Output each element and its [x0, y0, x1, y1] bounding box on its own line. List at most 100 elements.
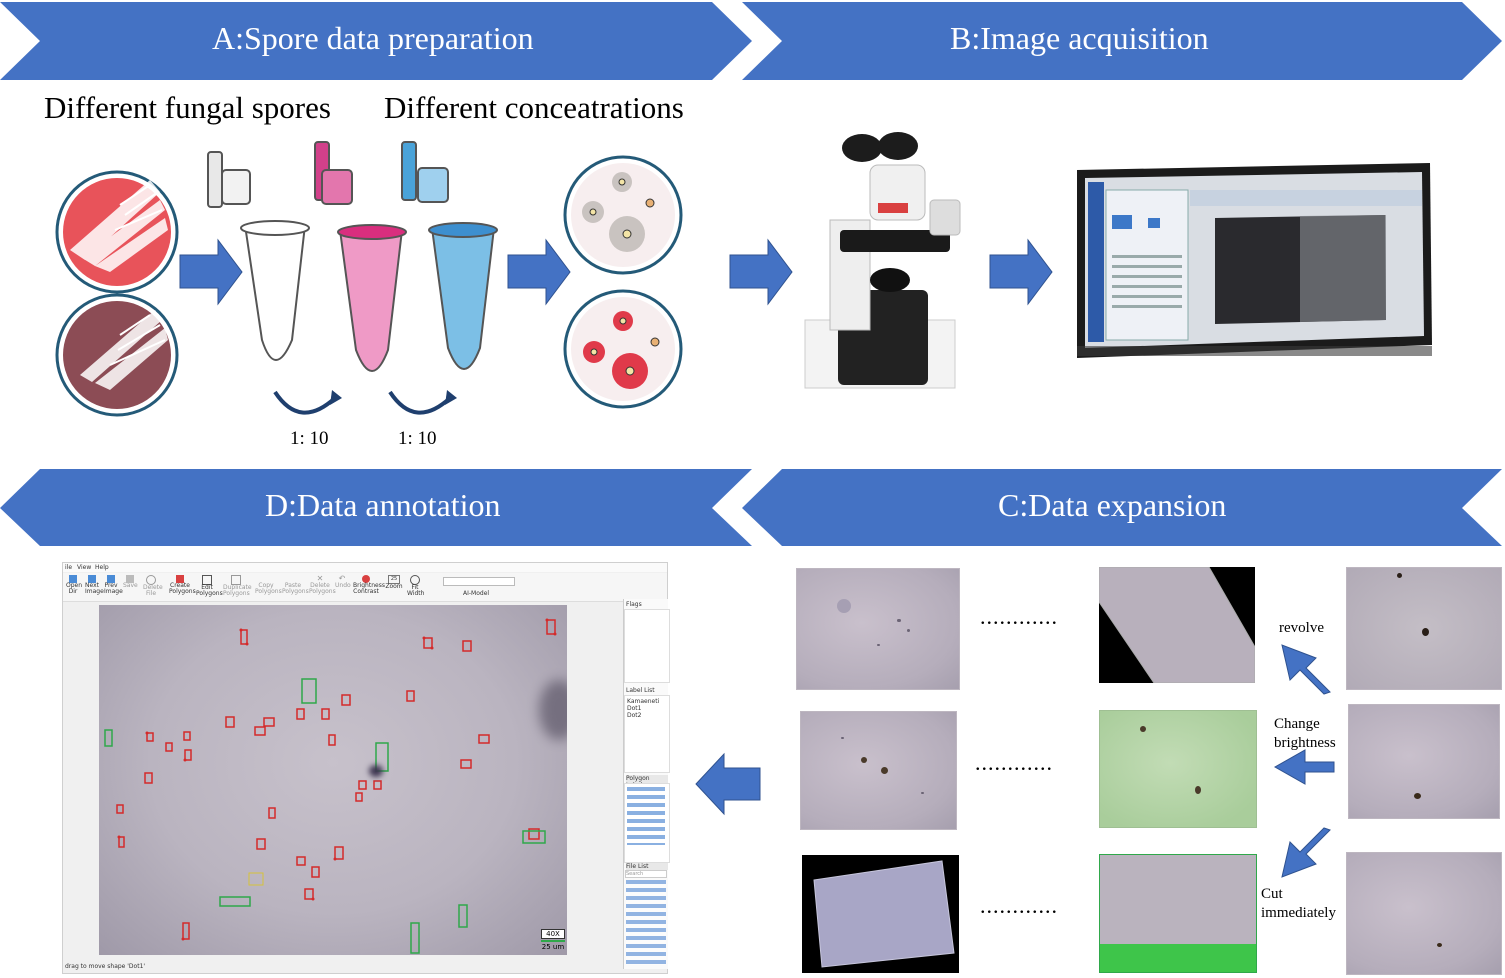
tube-pink	[314, 141, 407, 372]
tool-delete-file[interactable]: Delete File	[143, 575, 163, 597]
flags-panel-title: Flags	[626, 601, 642, 608]
tool-fit-width[interactable]: Fit Width	[407, 575, 424, 597]
augmented-image-rotated	[1098, 566, 1256, 684]
red-annotation-box[interactable]	[373, 780, 382, 790]
original-image-3	[1346, 852, 1502, 975]
red-annotation-box[interactable]	[328, 734, 336, 746]
red-annotation-box[interactable]	[116, 804, 124, 814]
red-annotation-box[interactable]	[334, 846, 344, 860]
annotation-boxes	[104, 618, 557, 954]
banner-b-shape	[742, 2, 1502, 80]
red-annotation-box[interactable]	[406, 690, 415, 702]
tool-duplicate-polygons[interactable]: Duplicate Polygons	[223, 575, 252, 597]
red-annotation-box[interactable]	[240, 629, 248, 645]
panel-a-illustration	[55, 141, 683, 417]
menu-help[interactable]: Help	[95, 564, 109, 571]
arrow-a1	[179, 238, 243, 306]
tool-save[interactable]: Save	[123, 575, 138, 589]
red-annotation-box[interactable]	[304, 888, 314, 900]
red-annotation-box[interactable]	[341, 694, 351, 706]
label-brightness: brightness	[1274, 735, 1336, 751]
red-annotation-box[interactable]	[296, 856, 306, 866]
ellipsis-1: ............	[980, 604, 1058, 629]
label-list-item[interactable]: Kamaeneti	[627, 698, 660, 705]
red-annotation-box[interactable]	[165, 742, 173, 752]
tool-copy-polygons[interactable]: Copy Polygons	[255, 582, 282, 595]
red-annotation-box[interactable]	[311, 866, 320, 878]
label-different-concentrations: Different conceatrations	[384, 90, 684, 125]
scale-bar: 40X 25 um	[541, 929, 565, 953]
annotation-tool-window: ile View Help Open Dir Next Image Prev I…	[62, 562, 670, 974]
tool-edit-polygons[interactable]: Edit Polygons	[196, 575, 223, 597]
red-annotation-box[interactable]	[478, 734, 490, 744]
ratio-label-1: 1: 10	[290, 428, 329, 449]
red-annotation-box[interactable]	[146, 732, 154, 742]
red-annotation-box[interactable]	[355, 792, 363, 802]
file-list-title: File List	[626, 863, 668, 870]
ai-model-select[interactable]	[443, 577, 515, 586]
label-list-item[interactable]: Dot1	[627, 705, 642, 712]
tool-paste-polygons[interactable]: Paste Polygons	[282, 582, 309, 595]
red-annotation-box[interactable]	[182, 922, 190, 940]
selected-shape-box[interactable]	[248, 872, 264, 886]
augmented-image-3	[802, 855, 959, 973]
arrow-b2	[989, 238, 1053, 306]
menu-view[interactable]: View	[77, 564, 92, 571]
tool-next-image[interactable]: Next Image	[85, 575, 104, 595]
flags-panel	[624, 609, 670, 683]
arrow-brightness	[1273, 749, 1335, 785]
dark-spot	[539, 680, 567, 740]
red-annotation-box[interactable]	[296, 708, 305, 720]
tool-delete-polygons[interactable]: ✕Delete Polygons	[309, 574, 336, 595]
red-annotation-box[interactable]	[263, 717, 275, 727]
ai-model-label: AI-Model	[463, 590, 490, 597]
original-image-1	[1346, 567, 1502, 690]
red-annotation-box[interactable]	[184, 749, 192, 761]
right-dock: Flags Label List Kamaeneti Dot1 Dot2 Pol…	[623, 599, 670, 969]
red-annotation-box[interactable]	[118, 836, 125, 848]
red-annotation-box[interactable]	[144, 772, 153, 784]
red-annotation-box[interactable]	[321, 708, 330, 720]
annotation-canvas[interactable]: 40X 25 um	[99, 605, 567, 955]
tube-white	[207, 151, 310, 361]
red-annotation-box[interactable]	[460, 759, 472, 769]
file-search-input[interactable]: Search Filename	[625, 870, 667, 878]
augmented-image-1	[796, 568, 960, 690]
tool-brightness-contrast[interactable]: Brightness Contrast	[353, 575, 385, 595]
menu-file[interactable]: ile	[65, 564, 73, 571]
green-annotation-box[interactable]	[458, 904, 468, 928]
red-annotation-box[interactable]	[183, 731, 191, 741]
red-annotation-box[interactable]	[225, 716, 235, 728]
red-annotation-box[interactable]	[423, 637, 433, 649]
tool-undo[interactable]: ↶Undo	[335, 574, 351, 589]
red-annotation-box[interactable]	[256, 838, 266, 850]
panel-c-arrows	[1273, 644, 1335, 878]
red-annotation-box[interactable]	[462, 640, 472, 652]
file-list[interactable]	[626, 880, 666, 965]
ellipsis-2: ............	[975, 750, 1053, 775]
dilution-arrow-2	[388, 390, 452, 415]
banner-d-title: D:Data annotation	[265, 487, 501, 523]
green-annotation-box[interactable]	[522, 830, 546, 844]
green-annotation-box[interactable]	[301, 678, 317, 704]
label-list-title: Label List	[626, 687, 655, 694]
petri-dish-red	[55, 170, 179, 294]
green-annotation-box[interactable]	[104, 729, 113, 747]
arrow-b1	[729, 238, 793, 306]
arrow-cut	[1281, 827, 1331, 878]
tool-prev-image[interactable]: Prev Image	[104, 575, 123, 595]
red-annotation-box[interactable]	[546, 619, 556, 635]
augmented-image-brightness	[1099, 710, 1257, 828]
label-list-item[interactable]: Dot2	[627, 712, 642, 719]
red-annotation-box[interactable]	[268, 807, 276, 819]
red-annotation-box[interactable]	[528, 828, 540, 840]
polygon-labels-list	[624, 783, 670, 863]
red-annotation-box[interactable]	[358, 780, 367, 790]
green-annotation-box[interactable]	[219, 896, 251, 907]
label-different-spores: Different fungal spores	[44, 90, 331, 125]
tool-create-polygons[interactable]: Create Polygons	[169, 575, 196, 595]
tool-open-dir[interactable]: Open Dir	[66, 575, 82, 595]
red-annotation-box[interactable]	[254, 726, 266, 736]
green-annotation-box[interactable]	[410, 922, 420, 954]
